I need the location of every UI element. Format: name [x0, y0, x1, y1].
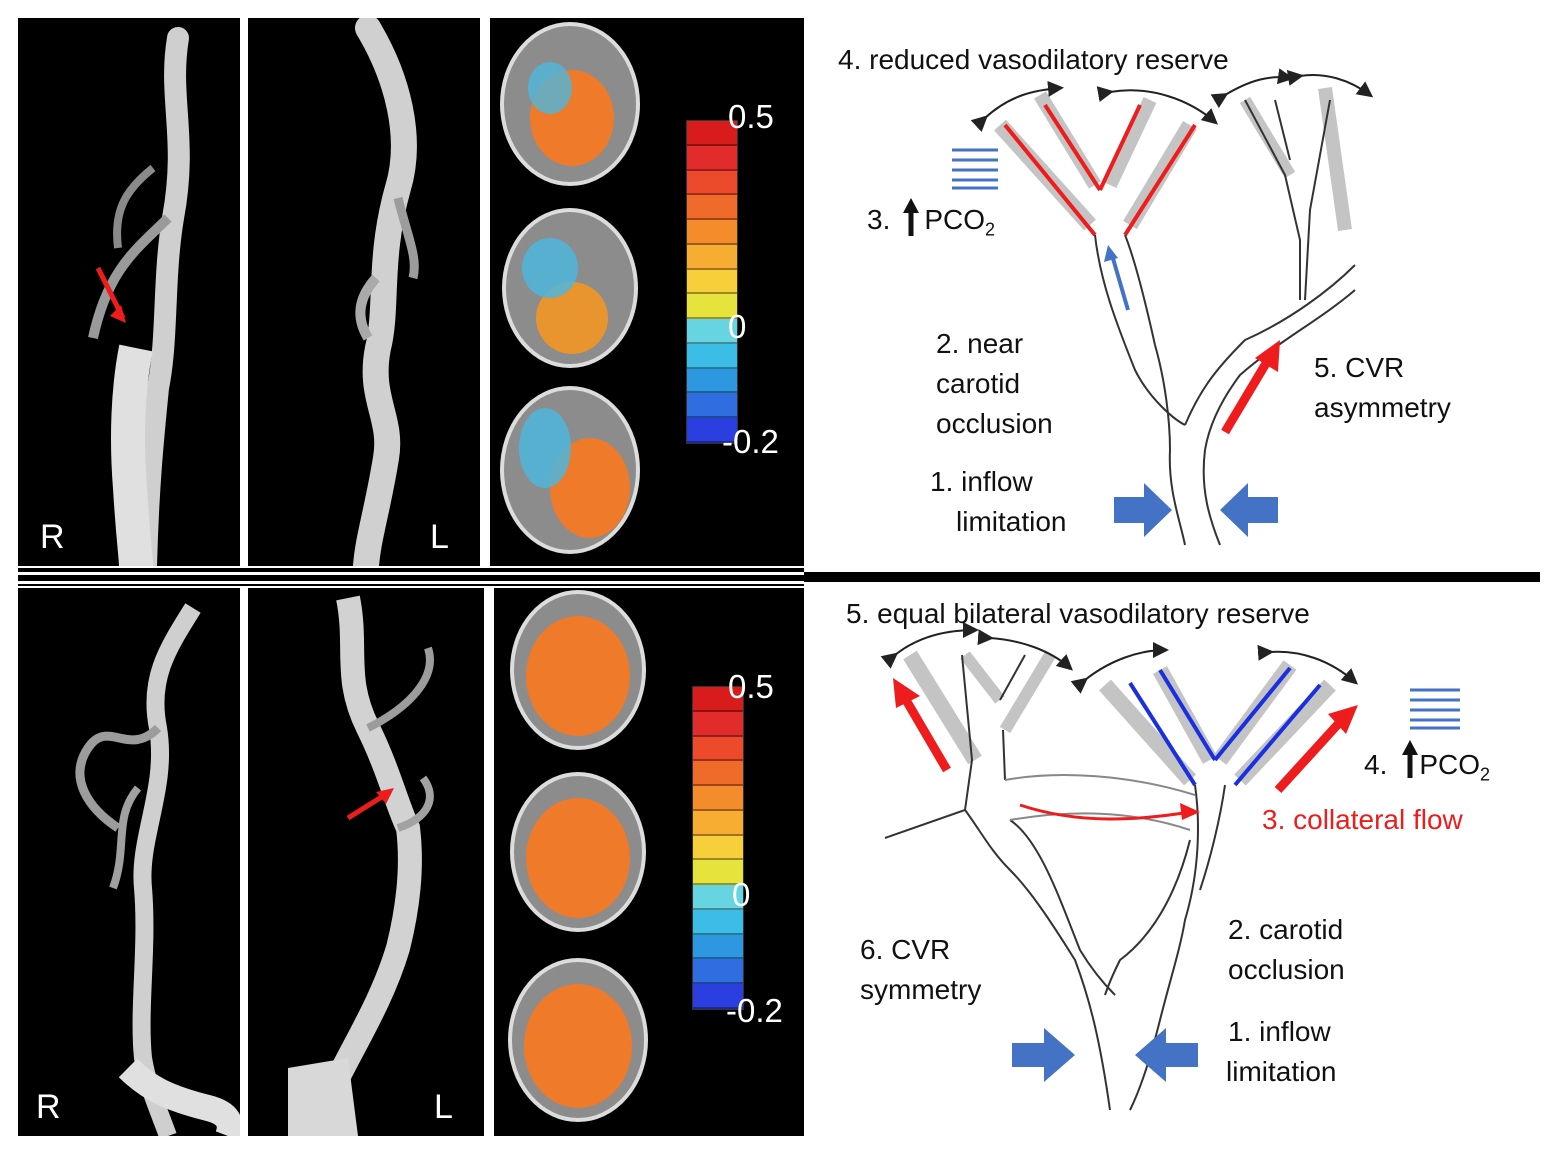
top-vessel-tree [903, 68, 1374, 546]
scale-mid-bottom: 0 [732, 876, 751, 913]
cvr-asym-line2: asymmetry [1314, 392, 1451, 423]
colorbar-segment [693, 786, 743, 811]
colorbar-segment [687, 170, 737, 196]
pco2-sub-bottom: 2 [1480, 764, 1491, 785]
pco2-text-top: PCO [924, 204, 986, 235]
colorbar-segment [693, 959, 743, 985]
cvr-map-panel-bottom: 0.5 0 -0.2 [494, 588, 804, 1136]
colorbar-segment [687, 220, 737, 245]
colorbar-segment [687, 195, 737, 221]
label-near-occlusion: 2. near carotid occlusion [936, 324, 1053, 444]
brain-cvr-slices-bottom [508, 590, 648, 1122]
mra-left-carotid-bottom: L [248, 588, 484, 1136]
scale-min-top: -0.2 [722, 423, 779, 460]
colorbar-segment [687, 244, 737, 270]
pco2-text-bottom: PCO [1419, 749, 1481, 780]
cvr-map-panel-top: 0.5 0 -0.2 [490, 18, 804, 566]
colorbar-segment [687, 343, 737, 369]
label-cvr-asymmetry: 5. CVR asymmetry [1314, 348, 1451, 428]
inflow-top-line2: limitation [956, 506, 1067, 537]
near-occlusion-line2: carotid [936, 368, 1021, 399]
scale-mid-top: 0 [728, 308, 747, 345]
colorbar-segment [693, 984, 743, 1009]
colorbar-segment [693, 934, 743, 960]
carotid-occlusion-line2: occlusion [1228, 954, 1345, 985]
colorbar-segment [693, 711, 743, 737]
colorbar-segment [693, 687, 743, 712]
label-collateral-flow: 3. collateral flow [1262, 804, 1463, 835]
colorbar-segment [687, 319, 737, 344]
colorbar-segment [687, 269, 737, 295]
pco2-step-top: 3. [867, 204, 891, 235]
label-pco2-top: 3. PCO2 [867, 200, 995, 250]
scale-min-bottom: -0.2 [726, 992, 783, 1029]
colorbar-segment [687, 418, 737, 443]
colorbar-segment [693, 860, 743, 886]
colorbar-segment [693, 885, 743, 910]
colorbar-segment [693, 835, 743, 861]
row-separator [18, 568, 804, 586]
label-cvr-symmetry: 6. CVR symmetry [860, 930, 981, 1010]
inflow-top-line1: 1. inflow [930, 466, 1033, 497]
pco2-step-bottom: 4. [1364, 749, 1388, 780]
vessel-image-right-top [88, 27, 190, 566]
near-occlusion-line1: 2. near [936, 328, 1024, 359]
side-label-left-bottom: L [434, 1088, 453, 1126]
pco2-sub-top: 2 [985, 219, 996, 240]
mra-right-carotid-bottom: R [18, 588, 240, 1136]
carotid-occlusion-line1: 2. carotid [1228, 914, 1344, 945]
colorbar-segment [687, 393, 737, 419]
mra-right-carotid-top: R [18, 18, 240, 566]
side-label-right-bottom: R [36, 1088, 61, 1126]
colorbar-segment [693, 736, 743, 762]
near-occlusion-line3: occlusion [936, 408, 1053, 439]
section-divider [804, 572, 1540, 582]
vessel-image-left-top [353, 18, 419, 566]
label-reduced-reserve: 4. reduced vasodilatory reserve [838, 44, 1229, 75]
cvr-asym-line1: 5. CVR [1314, 352, 1405, 383]
vessel-image-left-bottom [288, 595, 434, 1136]
colorbar-top [686, 120, 738, 444]
scale-max-top: 0.5 [728, 98, 774, 135]
label-equal-reserve: 5. equal bilateral vasodilatory reserve [846, 598, 1310, 629]
label-inflow-bottom: 1. inflow limitation [1226, 1012, 1336, 1092]
label-pco2-bottom: 4. PCO2 [1364, 745, 1490, 795]
mra-left-carotid-top: L [248, 18, 480, 566]
scale-max-bottom: 0.5 [728, 668, 774, 705]
colorbar-segment [693, 909, 743, 935]
inflow-bottom-line2: limitation [1226, 1056, 1337, 1087]
side-label-right: R [40, 518, 65, 556]
inflow-bottom-line1: 1. inflow [1228, 1016, 1331, 1047]
cvr-sym-line1: 6. CVR [860, 934, 951, 965]
colorbar-segment [687, 121, 737, 146]
bottom-vessel-tree [880, 622, 1460, 1111]
colorbar-segment [693, 810, 743, 836]
vessel-image-right-bottom [75, 603, 240, 1136]
brain-cvr-slices-top [500, 22, 640, 554]
cvr-sym-line2: symmetry [860, 974, 982, 1005]
side-label-left: L [430, 518, 449, 556]
colorbar-bottom [692, 686, 744, 1010]
colorbar-segment [687, 368, 737, 394]
colorbar-segment [693, 761, 743, 787]
label-carotid-occlusion: 2. carotid occlusion [1228, 910, 1345, 990]
colorbar-segment [687, 294, 737, 320]
colorbar-segment [687, 145, 737, 171]
label-inflow-top: 1. inflow limitation [930, 462, 1066, 542]
